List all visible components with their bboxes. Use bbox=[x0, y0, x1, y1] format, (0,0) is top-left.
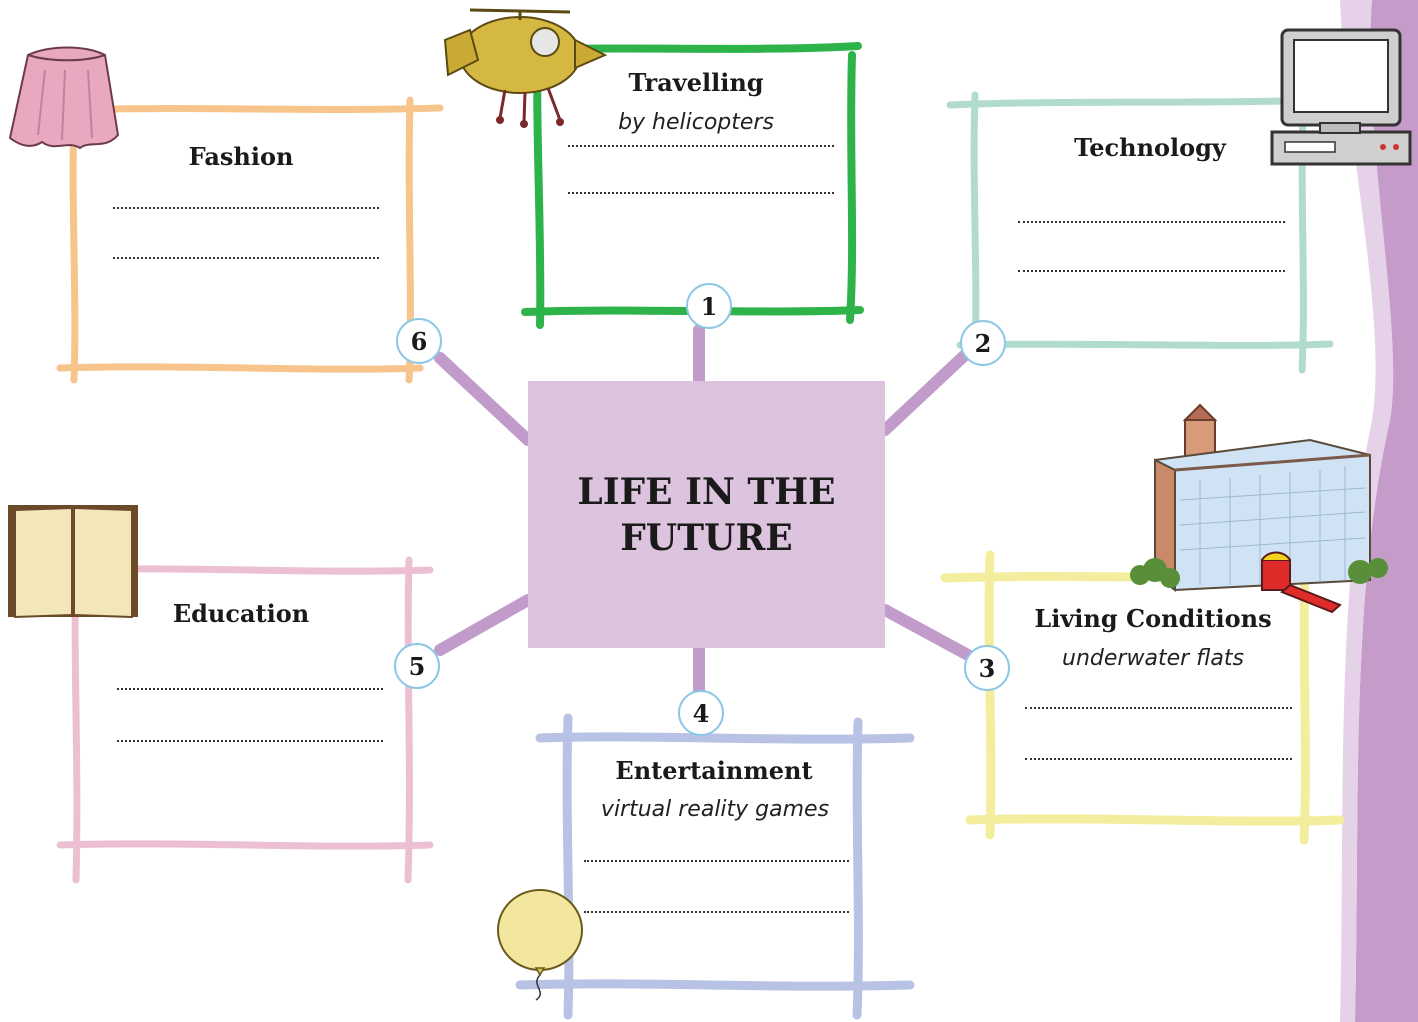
topic-travelling-example: by helicopters bbox=[618, 110, 774, 135]
frame-living bbox=[940, 550, 1345, 845]
topic-entertainment-line-1[interactable] bbox=[584, 860, 849, 862]
topic-number-3: 3 bbox=[964, 645, 1010, 691]
topic-entertainment-line-2[interactable] bbox=[584, 911, 849, 913]
topic-number-4: 4 bbox=[678, 690, 724, 736]
topic-number-2: 2 bbox=[960, 320, 1006, 366]
topic-fashion-line-2[interactable] bbox=[113, 257, 379, 259]
topic-education-line-2[interactable] bbox=[117, 740, 383, 742]
central-topic-box: LIFE IN THE FUTURE bbox=[528, 381, 885, 648]
topic-fashion-line-1[interactable] bbox=[113, 207, 379, 209]
computer-icon bbox=[1270, 28, 1412, 166]
topic-technology-line-1[interactable] bbox=[1018, 221, 1285, 223]
topic-technology-line-2[interactable] bbox=[1018, 270, 1285, 272]
building-icon bbox=[1130, 403, 1388, 614]
book-icon bbox=[8, 505, 138, 619]
topic-living-line-2[interactable] bbox=[1025, 758, 1292, 760]
topic-travelling-line-1[interactable] bbox=[568, 145, 834, 147]
topic-number-1: 1 bbox=[686, 283, 732, 329]
central-topic-title: LIFE IN THE FUTURE bbox=[577, 470, 836, 559]
topic-living-line-1[interactable] bbox=[1025, 707, 1292, 709]
topic-number-6: 6 bbox=[396, 318, 442, 364]
topic-living-example: underwater flats bbox=[1062, 646, 1244, 671]
topic-number-5: 5 bbox=[394, 643, 440, 689]
topic-entertainment-example: virtual reality games bbox=[600, 797, 830, 822]
frame-fashion bbox=[56, 96, 444, 384]
helicopter-icon bbox=[443, 8, 608, 128]
skirt-icon bbox=[8, 46, 120, 150]
topic-fashion-title: Fashion bbox=[188, 142, 294, 171]
frame-entertainment bbox=[515, 713, 915, 1020]
side-band bbox=[1355, 0, 1418, 1022]
topic-education-line-1[interactable] bbox=[117, 688, 383, 690]
topic-living-title: Living Conditions bbox=[1034, 604, 1272, 633]
balloon-icon bbox=[497, 889, 583, 1001]
topic-travelling-title: Travelling bbox=[628, 68, 764, 97]
topic-technology-title: Technology bbox=[1074, 133, 1226, 162]
topic-education-title: Education bbox=[172, 599, 310, 628]
topic-entertainment-title: Entertainment bbox=[615, 756, 813, 785]
topic-travelling-line-2[interactable] bbox=[568, 192, 834, 194]
